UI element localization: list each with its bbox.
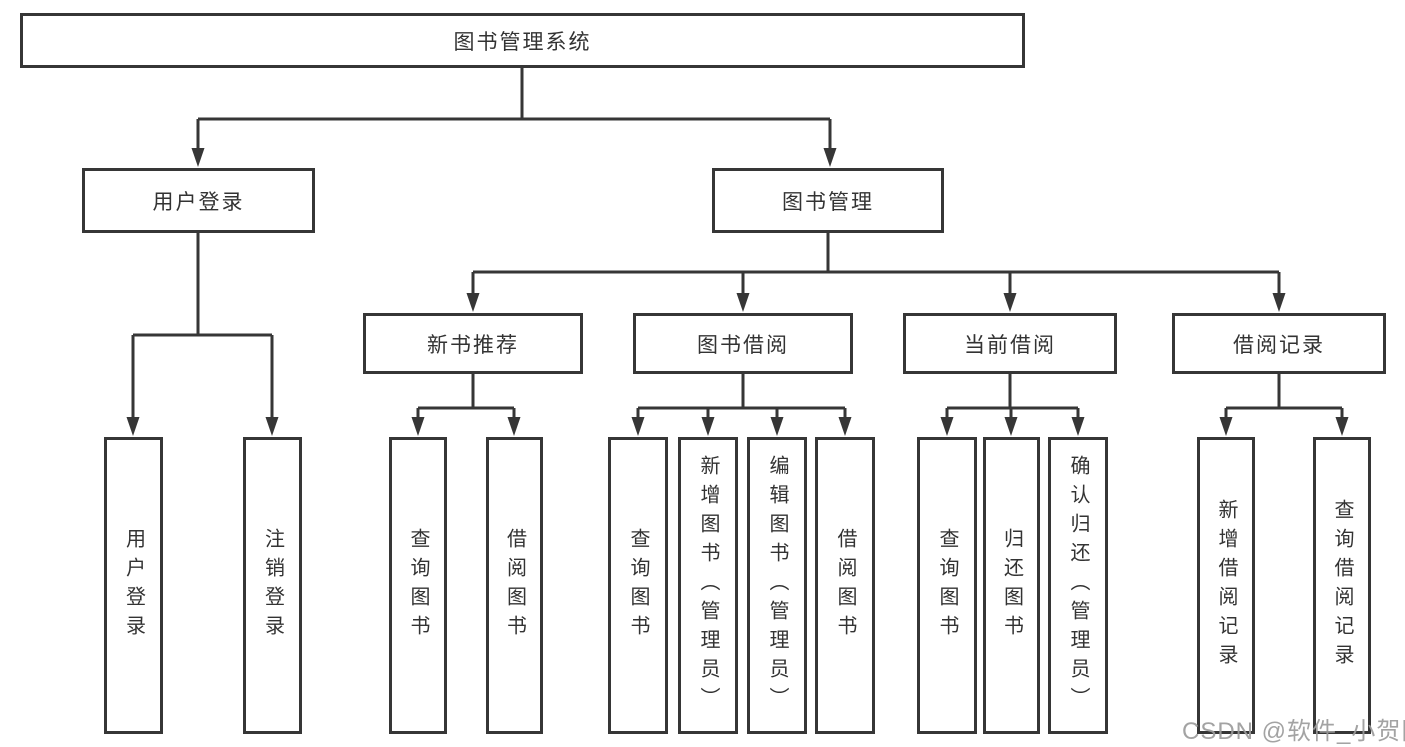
leaf-confirm-return-admin: 确认归还（管理员）	[1048, 437, 1108, 734]
leaf-query-books-borrow: 查询图书	[608, 437, 668, 734]
node-label: 当前借阅	[964, 333, 1056, 357]
leaf-query-books-current: 查询图书	[917, 437, 977, 734]
leaf-query-books-recommend: 查询图书	[389, 437, 447, 734]
node-label: 确认归还（管理员）	[1067, 455, 1089, 716]
node-label: 图书管理系统	[453, 30, 592, 54]
node-label: 查询图书	[407, 527, 429, 644]
leaf-add-borrow-record: 新增借阅记录	[1197, 437, 1255, 734]
node-label: 用户登录	[122, 527, 145, 644]
node-label: 新书推荐	[427, 333, 519, 357]
leaf-borrow-books-recommend: 借阅图书	[486, 437, 543, 734]
leaf-user-login: 用户登录	[104, 437, 163, 734]
node-current-borrow: 当前借阅	[903, 313, 1117, 374]
node-user-login: 用户登录	[82, 168, 315, 233]
leaf-return-books: 归还图书	[983, 437, 1040, 734]
leaf-edit-books-admin: 编辑图书（管理员）	[747, 437, 807, 734]
node-label: 图书管理	[782, 190, 874, 214]
node-label: 新增借阅记录	[1215, 498, 1237, 673]
node-label: 查询图书	[627, 527, 649, 644]
node-label: 归还图书	[1000, 527, 1023, 644]
csdn-watermark: CSDN @软件_小贺同学	[1182, 718, 1405, 745]
node-new-book-recommend: 新书推荐	[363, 313, 583, 374]
arrowheads	[126, 148, 1349, 436]
leaf-logout: 注销登录	[243, 437, 302, 734]
leaf-borrow-books: 借阅图书	[815, 437, 875, 734]
leaf-add-books-admin: 新增图书（管理员）	[678, 437, 738, 734]
node-label: 查询图书	[936, 527, 958, 644]
node-label: 查询借阅记录	[1331, 498, 1353, 673]
node-book-borrow: 图书借阅	[633, 313, 853, 374]
node-label: 用户登录	[152, 190, 245, 214]
node-label: 图书借阅	[697, 333, 789, 357]
node-library-management-system: 图书管理系统	[20, 13, 1025, 68]
node-label: 编辑图书（管理员）	[766, 455, 788, 716]
leaf-query-borrow-record: 查询借阅记录	[1313, 437, 1371, 734]
node-label: 借阅记录	[1233, 333, 1325, 357]
node-borrow-records: 借阅记录	[1172, 313, 1386, 374]
node-label: 借阅图书	[503, 527, 526, 644]
node-label: 借阅图书	[834, 527, 856, 644]
node-label: 注销登录	[261, 527, 284, 644]
node-book-management: 图书管理	[712, 168, 944, 233]
node-label: 新增图书（管理员）	[697, 455, 719, 716]
